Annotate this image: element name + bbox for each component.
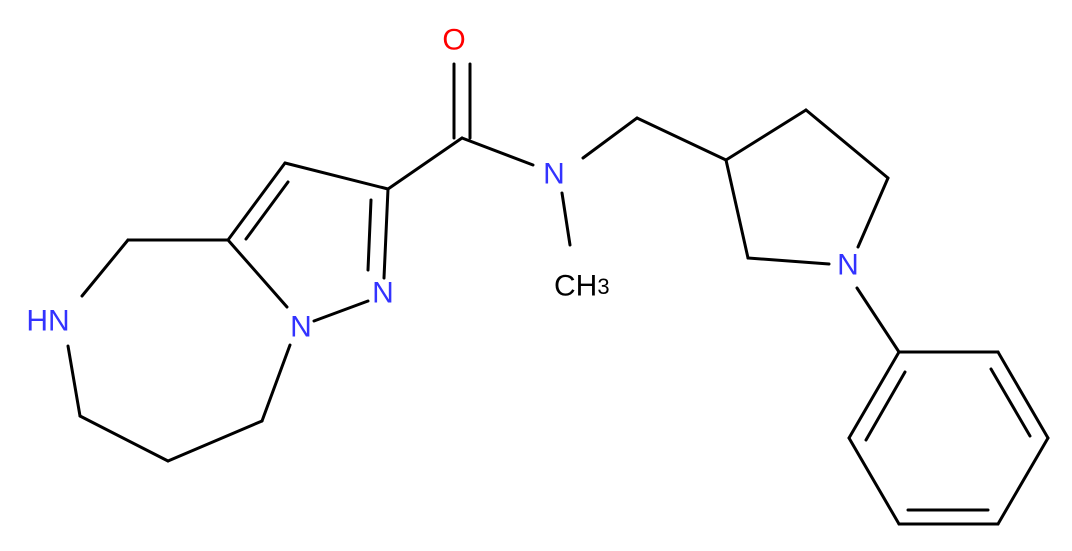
bond-pyrazole-n2-n1 bbox=[312, 299, 370, 323]
atom-pyrrolidine-nitrogen: N bbox=[837, 249, 859, 282]
bond-diazepine-n5-c6 bbox=[66, 344, 82, 418]
bond-amide-n-ch2 bbox=[581, 116, 639, 160]
bond-pyrrolidine-c2-c3 bbox=[724, 158, 750, 260]
bond-amide-n-methyl bbox=[560, 191, 572, 247]
bond-pyrazole-n1-c3a bbox=[226, 238, 289, 309]
bond-pyrazole-c3-c3a bbox=[226, 161, 287, 242]
bond-pyrrolidine-c5-n bbox=[856, 176, 890, 249]
bond-pyrazole-c2-c3 bbox=[283, 161, 390, 191]
bond-carbonyl-pyrazole bbox=[386, 136, 464, 191]
bond-phenyl-6 bbox=[847, 350, 901, 440]
bond-phenyl-inner-a bbox=[989, 367, 1032, 438]
bond-pyrazole-c3-c3a-inner bbox=[244, 180, 290, 241]
atom-oxygen: O bbox=[442, 24, 465, 57]
atom-amide-nitrogen: N bbox=[543, 158, 565, 191]
bond-pyrrolidine-c4-c5 bbox=[804, 108, 890, 180]
bonds bbox=[66, 62, 1050, 526]
atom-pyrazole-nitrogen-1: N bbox=[290, 311, 312, 344]
atom-methyl: CH3 bbox=[554, 270, 610, 303]
bond-n-phenyl bbox=[855, 286, 901, 354]
atom-pyrazole-nitrogen-2: N bbox=[372, 277, 394, 310]
bond-pyrazole-c2-n2 bbox=[382, 187, 390, 280]
atom-methyl-symbol: CH bbox=[554, 270, 597, 303]
bond-phenyl-5 bbox=[847, 436, 901, 526]
bond-diazepine-c8-n1 bbox=[260, 343, 292, 423]
bond-diazepine-c4-n5 bbox=[80, 238, 130, 298]
atom-methyl-subscript: 3 bbox=[597, 274, 609, 299]
atom-ring-nh: HN bbox=[26, 305, 69, 338]
bond-phenyl-3 bbox=[996, 436, 1050, 526]
bond-diazepine-c6-c7 bbox=[78, 414, 170, 463]
bond-ch2-pyrrolidine bbox=[635, 116, 728, 162]
bond-pyrrolidine-n-c2 bbox=[746, 256, 831, 266]
bond-pyrrolidine-c3-c4 bbox=[724, 108, 808, 162]
bond-phenyl-2 bbox=[996, 350, 1050, 440]
bond-diazepine-c7-c8 bbox=[166, 419, 264, 463]
atom-labels: O N CH3 N N N HN bbox=[26, 24, 859, 344]
bond-carbonyl-amide-n bbox=[460, 136, 535, 167]
bond-pyrazole-c2-n2-inner bbox=[366, 198, 373, 272]
bond-phenyl-inner-c bbox=[864, 370, 907, 442]
